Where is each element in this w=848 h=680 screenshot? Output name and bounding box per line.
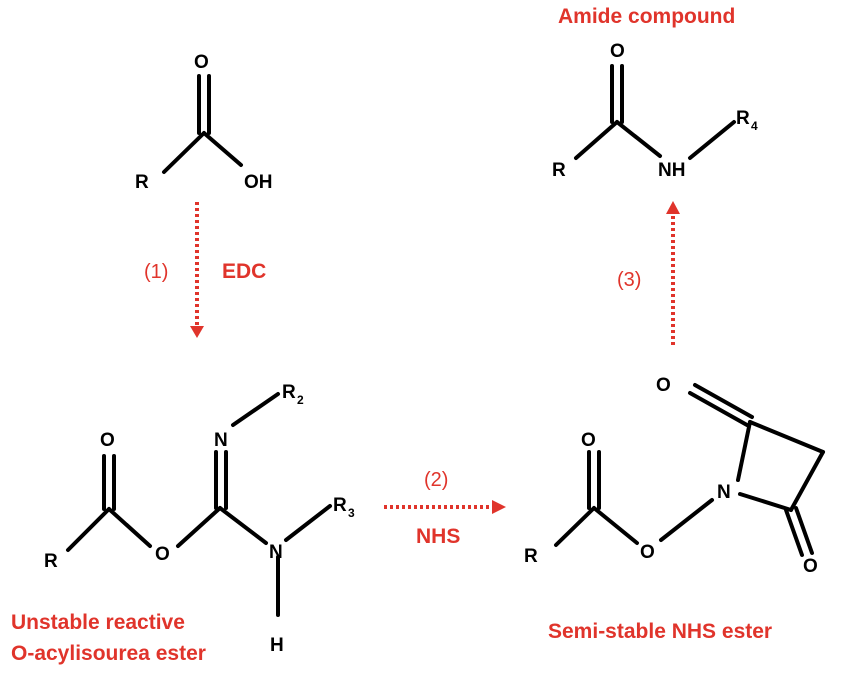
- o-acylisourea-ester: O R O N N H R 2 R 3: [44, 382, 355, 656]
- atom-r: R: [282, 382, 296, 403]
- step1-arrow: (1) EDC: [144, 202, 266, 338]
- atom-o: O: [610, 41, 625, 62]
- step3-number: (3): [617, 269, 641, 291]
- atom-o: O: [100, 430, 115, 451]
- atom-o: O: [656, 375, 671, 396]
- atom-r: R: [552, 160, 566, 181]
- carboxylic-acid: O R OH: [135, 52, 273, 193]
- atom-n: N: [214, 430, 228, 451]
- amide-compound: O R NH R 4: [552, 41, 758, 181]
- atom-n: N: [269, 542, 283, 563]
- atom-r: R: [44, 551, 58, 572]
- step2-reagent: NHS: [416, 525, 460, 548]
- subscript: 3: [348, 506, 355, 520]
- subscript: 4: [751, 119, 758, 133]
- intermediate-label-line1: Unstable reactive: [11, 611, 185, 634]
- atom-r: R: [333, 495, 347, 516]
- step2-number: (2): [424, 469, 448, 491]
- intermediate-label-line2: O-acylisourea ester: [11, 642, 206, 665]
- step1-number: (1): [144, 261, 168, 283]
- step3-arrow: (3): [617, 201, 680, 345]
- atom-oh: OH: [244, 172, 273, 193]
- nhs-ester-label: Semi-stable NHS ester: [548, 620, 772, 643]
- atom-h: H: [270, 635, 284, 656]
- atom-o: O: [194, 52, 209, 73]
- atom-r: R: [135, 172, 149, 193]
- atom-r: R: [524, 546, 538, 567]
- nhs-ester: O R O N O O: [524, 375, 825, 577]
- atom-o: O: [803, 556, 818, 577]
- subscript: 2: [297, 393, 304, 407]
- atom-o: O: [640, 542, 655, 563]
- atom-nh: NH: [658, 160, 685, 181]
- step2-arrow: (2) NHS: [384, 469, 506, 548]
- step1-reagent: EDC: [222, 260, 266, 283]
- atom-o: O: [581, 430, 596, 451]
- atom-r: R: [736, 108, 750, 129]
- atom-o: O: [155, 544, 170, 565]
- amide-title: Amide compound: [558, 5, 735, 28]
- atom-n: N: [717, 482, 731, 503]
